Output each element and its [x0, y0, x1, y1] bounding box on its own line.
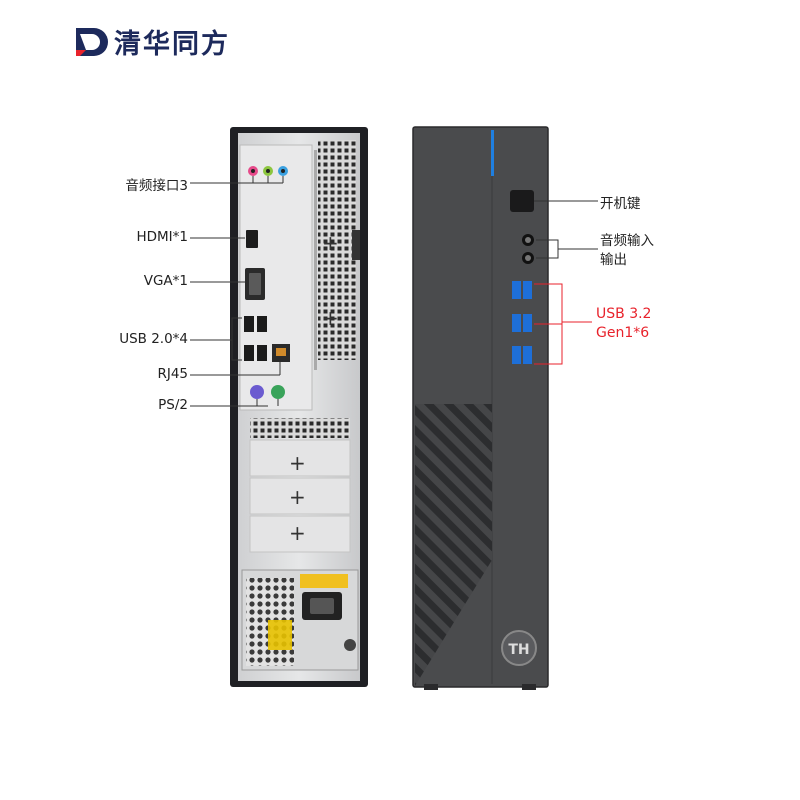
usb3-callout-bracket	[534, 283, 592, 365]
callout-rj45-label: RJ45	[157, 366, 188, 382]
callout-lines	[190, 176, 598, 407]
callout-audio-io-line1: 音频输入	[600, 233, 654, 249]
front-usb3-ports	[512, 281, 532, 364]
callout-usb3-line2: Gen1*6	[596, 325, 650, 341]
svg-text:+: +	[289, 521, 306, 545]
front-stripe-panel	[415, 404, 492, 686]
ps2-keyboard-port	[250, 385, 264, 399]
ps2-mouse-port	[271, 385, 285, 399]
usb2-ports	[244, 316, 267, 361]
callout-power-label: 开机键	[600, 196, 641, 212]
callout-vga-label: VGA*1	[143, 273, 188, 289]
front-chassis: TH	[412, 126, 549, 688]
callout-hdmi-label: HDMI*1	[136, 229, 188, 245]
svg-text:TH: TH	[508, 642, 529, 658]
callout-audio-io-line2: 输出	[600, 252, 627, 268]
brand-header: 清华同方	[72, 22, 230, 61]
front-blue-strip	[491, 130, 494, 176]
rear-chassis: + + + + +	[230, 127, 368, 687]
callout-ps2-label: PS/2	[158, 397, 188, 413]
svg-text:+: +	[322, 306, 339, 330]
brand-name: 清华同方	[114, 29, 230, 60]
top-vent-grid	[318, 140, 356, 360]
callout-usb3-line1: USB 3.2	[596, 306, 652, 322]
tongfang-logo-icon	[76, 27, 108, 56]
front-badge	[501, 630, 537, 666]
callout-audio-label: 音频接口3	[125, 178, 188, 194]
svg-text:+: +	[289, 451, 306, 475]
callout-usb3-label: USB 3.2 Gen1*6	[596, 305, 651, 343]
audio-jacks	[248, 166, 288, 176]
svg-text:+: +	[322, 231, 339, 255]
power-button-graphic	[510, 190, 534, 212]
callout-usb2-label: USB 2.0*4	[119, 331, 188, 347]
hdmi-port	[246, 230, 258, 248]
callout-audio-io-label: 音频输入 输出	[600, 232, 654, 270]
svg-text:+: +	[289, 485, 306, 509]
